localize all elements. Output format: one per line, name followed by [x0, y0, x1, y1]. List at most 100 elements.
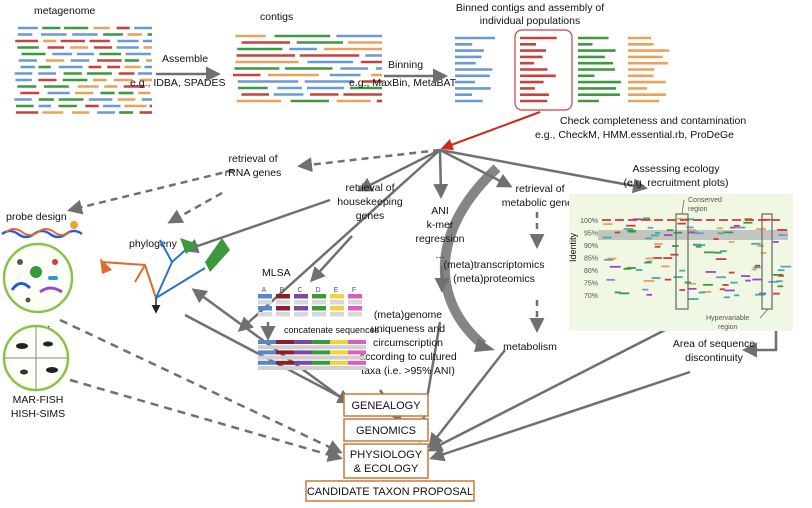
marfish-illustration — [2, 324, 70, 392]
mlsa-column-label: A — [262, 287, 267, 294]
identity-tick: 80% — [584, 268, 598, 275]
transcriptomics-line2: (meta)proteomics — [453, 273, 535, 285]
hypervariable-line1: Hypervariable — [706, 315, 749, 322]
concat-cell — [348, 366, 366, 370]
selected-bin-frame — [514, 29, 573, 111]
mlsa-cell — [276, 294, 290, 299]
concat-cell — [330, 360, 348, 365]
concat-cell — [348, 340, 366, 344]
ani-line2: k-mer — [427, 219, 454, 231]
conserved-line2: region — [688, 206, 708, 213]
genealogy-box[interactable] — [343, 393, 429, 417]
concat-cell — [312, 345, 330, 350]
discontinuity-line2: discontinuity — [685, 352, 744, 364]
phylogeny-tree — [100, 238, 230, 314]
outcome-boxes: GENEALOGY GENOMICS PHYSIOLOGY & ECOLOGY … — [305, 393, 475, 502]
metabolism-label: metabolism — [503, 341, 557, 353]
mlsa-column-label: E — [334, 287, 339, 294]
mlsa-cell — [276, 300, 290, 305]
probe-illustration — [1, 221, 83, 239]
mlsa-cell — [294, 300, 308, 305]
mlsa-column-label: D — [315, 287, 320, 294]
concat-cell — [348, 360, 366, 365]
transcriptomics-line1: (meta)transcriptomics — [444, 259, 545, 271]
genomics-text: GENOMICS — [356, 425, 416, 437]
metabolism-curve-head — [474, 338, 495, 352]
concat-cell — [330, 366, 348, 370]
marfish-line1: MAR-FISH — [13, 394, 64, 406]
ecology-line1: Assessing ecology — [633, 163, 721, 175]
concat-cell — [348, 345, 366, 350]
mlsa-cell — [348, 312, 362, 317]
housekeeping-line2: housekeeping — [337, 196, 403, 208]
physiology-box[interactable] — [343, 443, 429, 479]
mlsa-cell — [312, 306, 326, 311]
contigs-label: contigs — [260, 11, 293, 23]
mlsa-cell — [258, 312, 272, 317]
rrna-line2: rRNA genes — [225, 167, 282, 179]
binning-label: Binning — [388, 59, 423, 71]
concat-cell — [258, 355, 276, 360]
mlsa-cell — [258, 294, 272, 299]
concat-cell — [276, 345, 294, 350]
metagenome-reads — [14, 26, 152, 114]
mlsa-cell — [330, 300, 344, 305]
identity-tick: 100% — [580, 218, 598, 225]
concat-cell — [276, 360, 294, 365]
uniqueness-line5: taxa (i.e. >95% ANI) — [361, 365, 455, 377]
genomics-box[interactable] — [343, 418, 429, 442]
concat-cell — [312, 350, 330, 355]
rrna-line1: retrieval of — [228, 153, 277, 165]
identity-tick: 75% — [584, 281, 598, 288]
ani-line4: ... — [436, 249, 445, 261]
concat-cell — [258, 366, 276, 370]
mlsa-cell — [276, 312, 290, 317]
fish-illustration — [2, 242, 74, 314]
uniqueness-line2: uniqueness and — [371, 323, 445, 335]
mlsa-column-label: F — [352, 287, 356, 294]
concat-cell — [276, 350, 294, 355]
candidate-text: CANDIDATE TAXON PROPOSAL — [307, 486, 473, 498]
check-completeness-label: Check completeness and contamination — [560, 115, 746, 127]
genealogy-text: GENEALOGY — [351, 400, 421, 412]
concat-cell — [330, 355, 348, 360]
concat-cell — [312, 360, 330, 365]
mlsa-column-label: B — [280, 287, 285, 294]
concat-cell — [294, 366, 312, 370]
identity-ticks: 100%95%90%85%80%75%70% — [580, 218, 598, 300]
identity-axis-label: Identity — [568, 232, 578, 262]
mlsa-cell — [294, 312, 308, 317]
check-arrow — [440, 111, 541, 151]
identity-tick: 85% — [584, 256, 598, 263]
mlsa-cell — [330, 306, 344, 311]
identity-tick: 90% — [584, 243, 598, 250]
uniqueness-line1: (meta)genome — [374, 309, 442, 321]
mlsa-cell — [312, 294, 326, 299]
concat-cell — [294, 350, 312, 355]
housekeeping-line1: retrieval of — [345, 182, 394, 194]
mlsa-cell — [348, 294, 362, 299]
mlsa-cell — [294, 306, 308, 311]
identity-tick: 70% — [584, 293, 598, 300]
concat-cell — [294, 340, 312, 344]
mlsa-cell — [312, 300, 326, 305]
concat-cell — [348, 350, 366, 355]
check-tools-label: e.g., CheckM, HMM.essential.rb, ProDeGe — [535, 129, 734, 141]
concat-cell — [330, 345, 348, 350]
uniqueness-line4: according to cultured — [359, 351, 457, 363]
recruitment-plot: 100%95%90%85%80%75%70% Identity Conserve… — [568, 194, 793, 331]
candidate-box[interactable] — [305, 480, 475, 502]
mlsa-cell — [294, 294, 308, 299]
concat-cell — [294, 355, 312, 360]
conserved-line1: Conserved — [688, 197, 722, 204]
concatenate-label: concatenate sequences — [284, 325, 380, 335]
metabolic-line2: metabolic genes — [502, 197, 578, 209]
concat-cell — [258, 340, 276, 344]
concat-cell — [276, 340, 294, 344]
phylogeny-label: phylogeny — [129, 238, 178, 250]
concat-cell — [258, 345, 276, 350]
mlsa-cell — [348, 306, 362, 311]
discontinuity-line1: Area of sequence — [673, 338, 755, 350]
